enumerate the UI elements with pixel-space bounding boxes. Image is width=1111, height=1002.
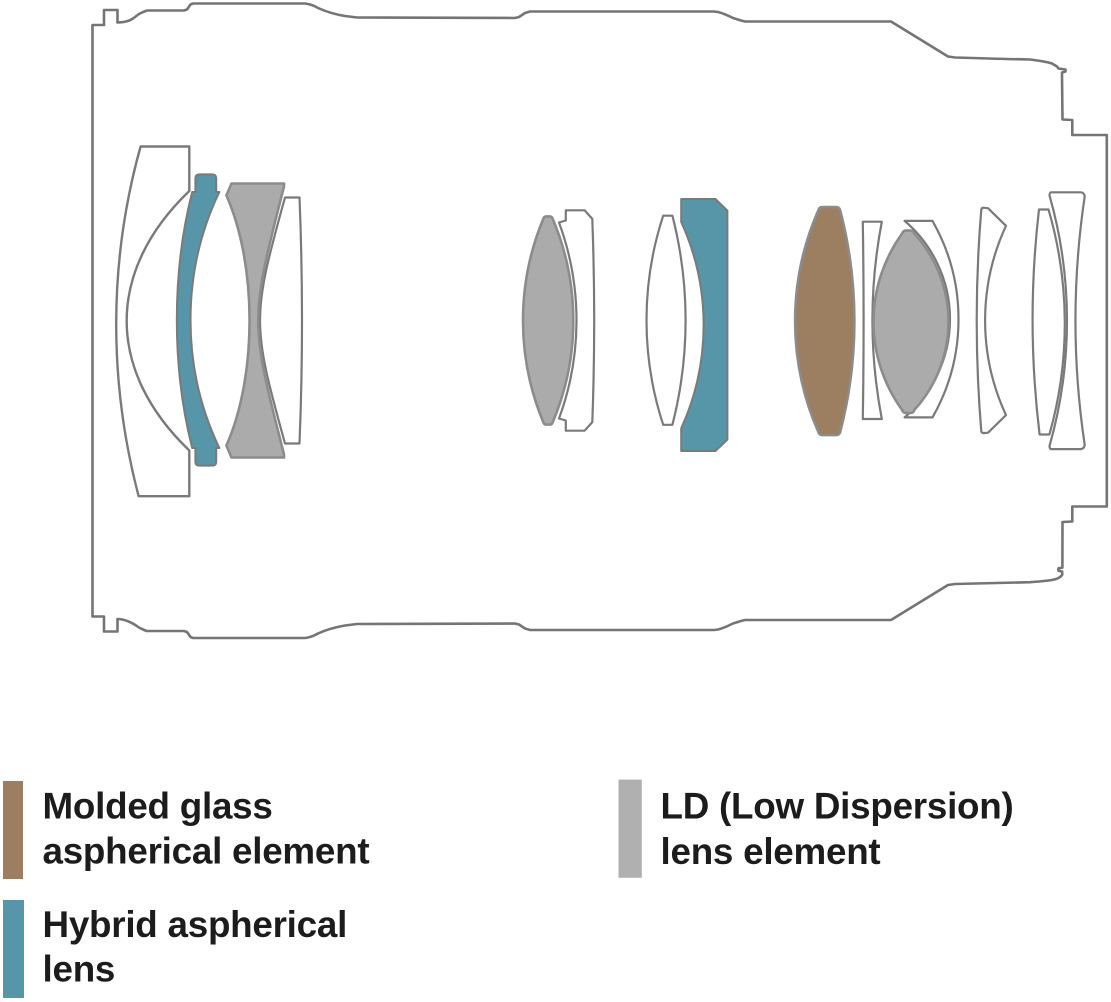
svg-text:Hybrid aspherical: Hybrid aspherical bbox=[43, 904, 348, 945]
svg-text:lens: lens bbox=[43, 949, 116, 990]
svg-text:aspherical element: aspherical element bbox=[43, 831, 370, 872]
svg-text:Molded glass: Molded glass bbox=[43, 786, 273, 827]
svg-text:LD (Low Dispersion): LD (Low Dispersion) bbox=[661, 786, 1014, 827]
svg-text:lens element: lens element bbox=[661, 831, 881, 872]
